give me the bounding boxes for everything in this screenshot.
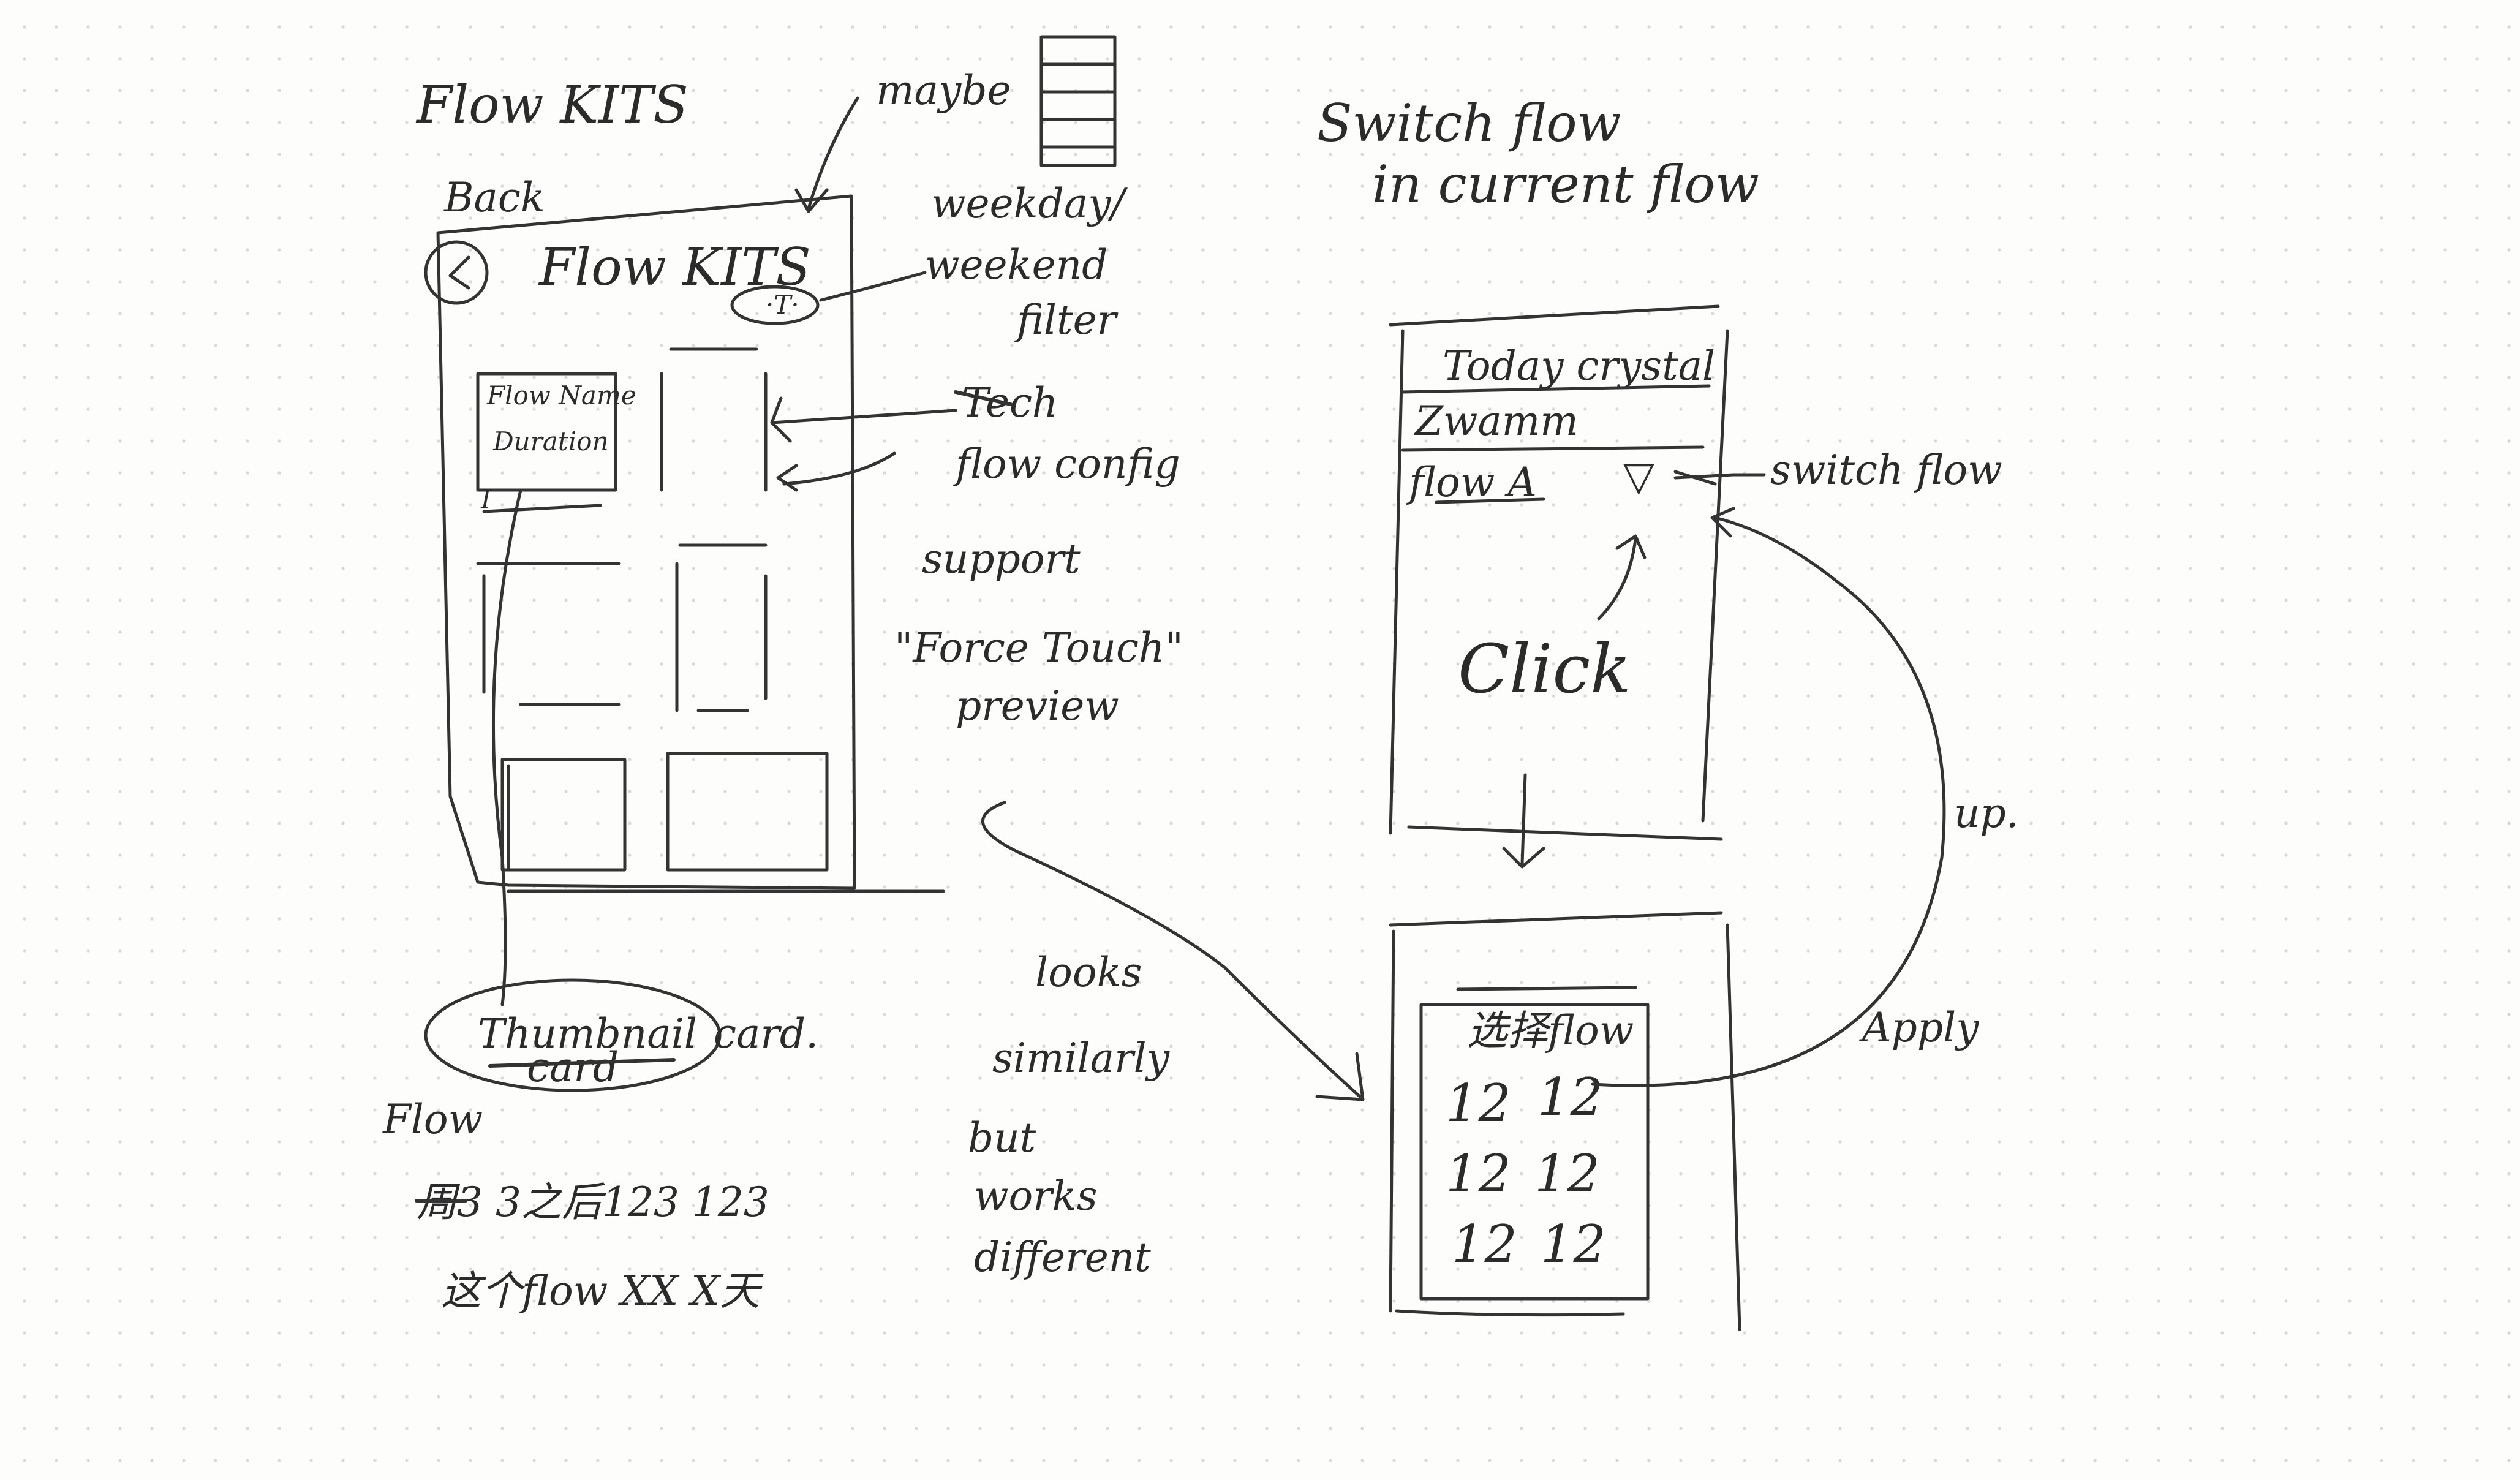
back-button-circle[interactable] xyxy=(424,240,489,305)
down-arrow-shaft xyxy=(1520,773,1527,866)
maybe-doodle xyxy=(1039,35,1117,167)
similarly-note: similarly xyxy=(992,1035,1170,1082)
today-label: Today crystal xyxy=(1443,342,1715,390)
kit-card-bottom-right[interactable] xyxy=(666,752,829,872)
flow-dropdown-label[interactable]: flow A xyxy=(1406,459,1537,506)
item-divider xyxy=(1401,445,1705,452)
schedule-note: 周3 3之后123 123 xyxy=(417,1179,769,1226)
card-icon-line: I xyxy=(480,485,492,515)
phone-left-edge-right xyxy=(1389,329,1405,835)
different-note: different xyxy=(974,1234,1151,1281)
flow-kits-heading: Flow KITS xyxy=(415,75,688,135)
kit-card-first[interactable] xyxy=(476,372,617,492)
maybe-note: maybe xyxy=(876,67,1011,114)
flow-option-4[interactable]: 12 xyxy=(1534,1144,1600,1204)
sheet-right-edge xyxy=(1726,923,1741,1331)
thumbnail-note: Thumbnail xyxy=(478,1010,697,1057)
sheet-title: 选择flow xyxy=(1467,1007,1634,1054)
card-struck-note: card xyxy=(527,1044,619,1091)
config-note: flow config xyxy=(953,440,1180,488)
maybe-arrow xyxy=(807,96,859,210)
switch-flow-note: switch flow xyxy=(1770,447,2002,494)
flow-dropdown[interactable]: flow A ▽ xyxy=(1406,453,1654,506)
preview-note: preview xyxy=(956,682,1119,730)
phone-bottom-right xyxy=(1407,825,1723,841)
card-duration: Duration xyxy=(492,426,609,456)
click-arrowhead xyxy=(1615,534,1647,559)
force-touch-note: "Force Touch" xyxy=(894,624,1183,671)
works-note: works xyxy=(974,1172,1098,1220)
flow-picker-panel xyxy=(1419,1003,1650,1301)
weekend-note: weekend xyxy=(925,241,1107,289)
flow-dropdown-underline xyxy=(1435,497,1545,504)
thumbnail-circle xyxy=(424,978,722,1092)
sheet-bottom-edge xyxy=(1395,1309,1625,1317)
duration-note: 这个flow XX X天 xyxy=(441,1267,764,1315)
switch-flow-heading-2: in current flow xyxy=(1372,154,1759,214)
flow-option-5[interactable]: 12 xyxy=(1452,1214,1517,1274)
switch-arrow-tail xyxy=(1673,473,1735,480)
config-arrowhead-2 xyxy=(776,464,798,492)
flow-option-1[interactable]: 12 xyxy=(1446,1073,1511,1133)
looks-note: looks xyxy=(1035,949,1142,996)
today-divider xyxy=(1401,384,1711,394)
item-label: Zwamm xyxy=(1414,398,1579,445)
card-flow-name: Flow Name xyxy=(486,380,636,410)
sheet-title-strike-top xyxy=(1456,986,1637,991)
flow-option-3[interactable]: 12 xyxy=(1446,1144,1511,1204)
flow-option-2[interactable]: 12 xyxy=(1537,1067,1603,1127)
click-note: Click xyxy=(1458,630,1631,708)
config-arrow-2 xyxy=(782,451,896,486)
filter-button[interactable] xyxy=(730,285,820,325)
back-note: Back xyxy=(443,174,545,221)
card-underline xyxy=(482,504,602,513)
dropdown-triangle-icon[interactable]: ▽ xyxy=(1623,453,1654,500)
apply-up-arrowhead xyxy=(1710,507,1735,538)
looks-similar-arrowhead xyxy=(1315,1052,1365,1101)
down-arrow-head xyxy=(1502,847,1545,869)
tech-strike xyxy=(954,390,1013,406)
back-chevron-icon[interactable] xyxy=(448,255,470,290)
up-note: up. xyxy=(1954,790,2019,837)
apply-note: Apply xyxy=(1858,1004,1979,1051)
card-note: card. xyxy=(714,1010,818,1057)
filter-note: filter xyxy=(1014,296,1119,344)
config-arrow-1 xyxy=(770,409,957,425)
apply-up-arrow xyxy=(1591,516,1946,1087)
weekday-note: weekday/ xyxy=(931,180,1128,227)
phone-frame-left xyxy=(436,194,856,890)
switch-flow-heading-1: Switch flow xyxy=(1317,93,1621,153)
looks-similar-arrow xyxy=(981,801,1362,1098)
but-note: but xyxy=(968,1114,1036,1161)
card-to-thumbnail-line xyxy=(491,488,522,1006)
support-note: support xyxy=(922,535,1081,583)
flow-note: Flow xyxy=(382,1096,483,1143)
kit-card-grid xyxy=(476,347,829,872)
phone-right-edge-right xyxy=(1701,329,1729,823)
phone-top-right xyxy=(1389,304,1720,327)
click-arrow xyxy=(1597,537,1637,621)
kit-card-bottom-left[interactable] xyxy=(500,758,627,872)
filter-button-glyph[interactable]: ·T· xyxy=(766,290,799,320)
card-strike xyxy=(488,1058,676,1068)
flow-picker-grid: 12 12 12 12 12 12 xyxy=(1446,1067,1606,1274)
filter-arrow xyxy=(819,271,927,302)
maybe-arrowhead xyxy=(794,188,829,213)
sheet-top-edge xyxy=(1389,911,1723,927)
config-arrowhead-1 xyxy=(770,396,792,443)
sheet-left-edge xyxy=(1389,929,1395,1313)
flow-option-6[interactable]: 12 xyxy=(1541,1214,1606,1274)
